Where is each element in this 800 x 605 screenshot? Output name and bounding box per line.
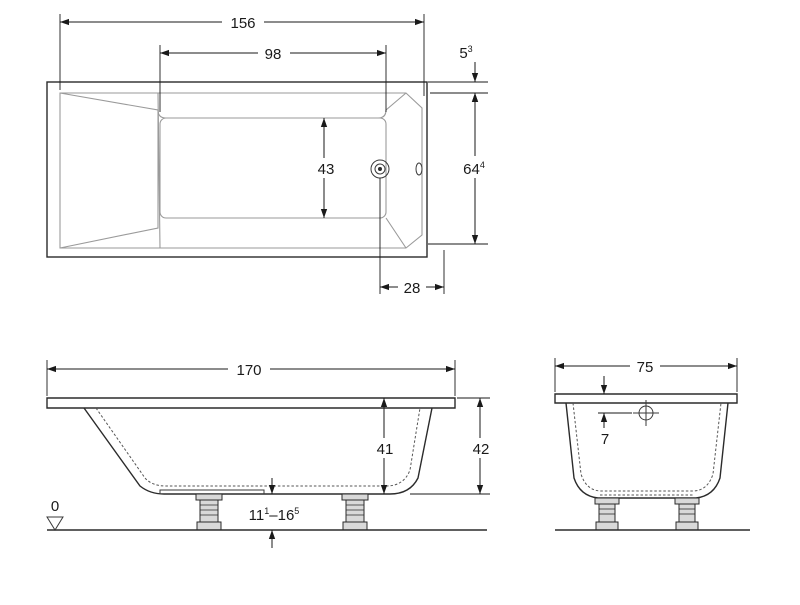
- end-view: 75 7: [554, 356, 750, 531]
- dim-overflow-offset: 7: [601, 431, 609, 448]
- side-rim: [46, 397, 456, 409]
- dim-overall-length: 156: [230, 15, 255, 32]
- floor-reference-icon: [46, 516, 64, 531]
- end-overflow-icon: [633, 400, 659, 426]
- end-foot-right: [674, 497, 700, 531]
- plan-flat-bottom: [157, 109, 387, 119]
- side-inner-profile: [95, 407, 421, 487]
- dim-inner-depth: 41: [377, 441, 394, 458]
- plan-bottom-area: [159, 117, 387, 219]
- dim-foot-height: 111–165: [249, 506, 300, 524]
- plan-view: 156 98 53 43 644 28: [46, 12, 496, 297]
- side-tub-body: [83, 407, 433, 495]
- plan-inner-basin: [59, 92, 161, 249]
- side-foot-left: [195, 493, 223, 531]
- side-foot-right: [341, 493, 369, 531]
- end-rim: [554, 393, 738, 404]
- plan-back-slope: [59, 92, 159, 249]
- side-view: 0 170 41 42 111–165: [46, 359, 494, 548]
- plan-inner-basin-right: [158, 92, 423, 249]
- end-tub-body: [565, 402, 729, 499]
- dim-total-width: 75: [637, 359, 654, 376]
- end-inner-profile: [572, 402, 722, 492]
- overflow-icon: [415, 162, 423, 176]
- floor-reference-label: 0: [51, 498, 59, 515]
- end-foot-left: [594, 497, 620, 531]
- dim-basin-length: 98: [265, 46, 282, 63]
- dim-drain-offset: 28: [404, 280, 421, 297]
- dim-total-length: 170: [236, 362, 261, 379]
- dim-overall-width: 644: [463, 160, 485, 178]
- plan-outer-rim: [46, 81, 428, 258]
- dim-basin-width: 43: [318, 161, 335, 178]
- dim-rim-offset: 53: [459, 44, 472, 62]
- dim-total-height: 42: [473, 441, 490, 458]
